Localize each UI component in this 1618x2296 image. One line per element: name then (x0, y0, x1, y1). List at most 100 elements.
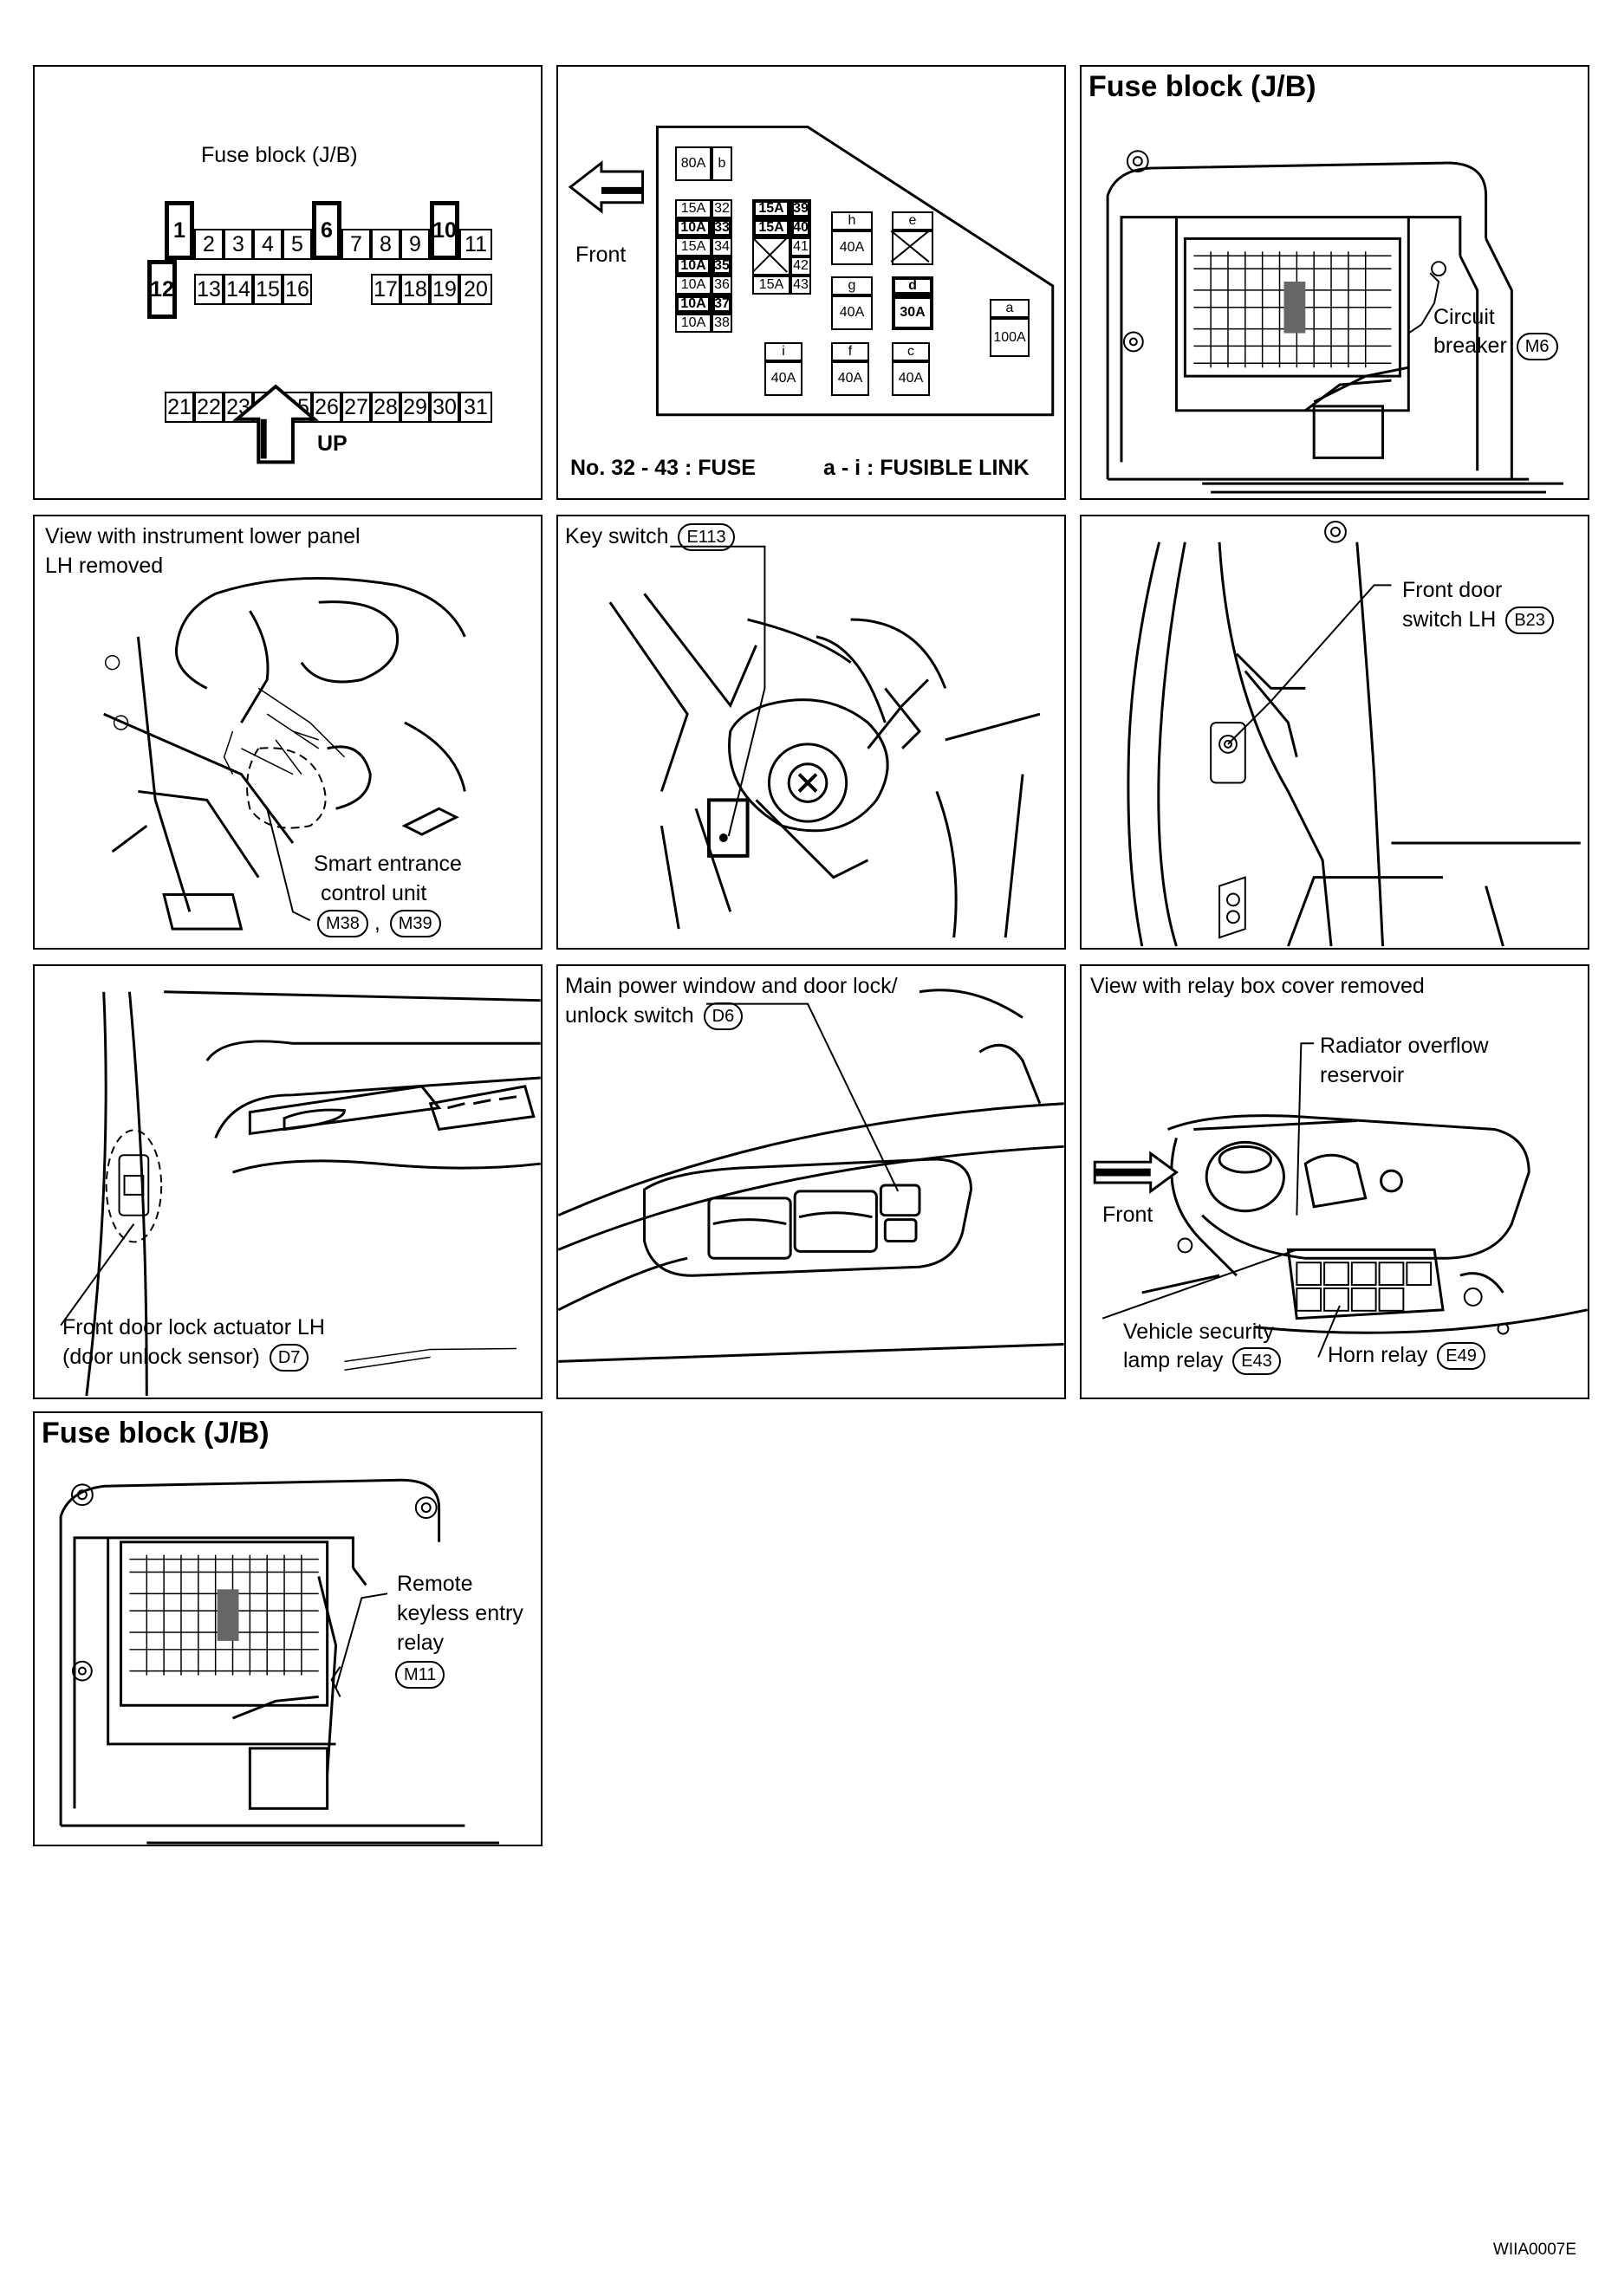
connector-row: M38 , M39 (314, 908, 441, 938)
empty-slot-cross-icon (751, 230, 930, 273)
connector-e43: E43 (1232, 1347, 1281, 1376)
link-d-amp: 30A (892, 295, 933, 330)
fuse-33-num: 33 (712, 218, 732, 237)
fuse-41-num: 41 (790, 237, 811, 256)
fuse-4: 4 (253, 229, 283, 260)
fuse-9: 9 (400, 229, 430, 260)
keyless-relay-label-1: Remote (397, 1572, 473, 1596)
fuse-1: 1 (165, 201, 194, 260)
fuse-13: 13 (194, 274, 224, 305)
security-relay-text: lamp relay (1123, 1348, 1224, 1372)
horn-relay-label: Horn relay E49 (1328, 1340, 1485, 1371)
fuse-b-label: b (712, 146, 732, 181)
fuse-21: 21 (165, 392, 194, 423)
link-f-label: f (831, 342, 869, 361)
actuator-label-2: (door unlock sensor) D7 (62, 1342, 309, 1372)
link-g-label: g (831, 276, 873, 295)
fuse-grid: 1 2 3 4 5 6 7 8 9 10 11 12 13 14 15 16 1… (130, 201, 503, 423)
fuse-31: 31 (459, 392, 492, 423)
connector-m38: M38 (317, 910, 368, 938)
key-switch-illustration (608, 545, 1041, 938)
door-switch-label-2: switch LH B23 (1402, 605, 1554, 635)
connector-m39: M39 (389, 910, 441, 938)
fuse-38-amp: 10A (675, 314, 712, 333)
radiator-label-2: reservoir (1320, 1063, 1405, 1087)
keyless-relay-label-3: relay (397, 1631, 445, 1655)
circuit-breaker-label-1: Circuit (1433, 305, 1495, 329)
link-f-amp: 40A (831, 361, 869, 396)
door-switch-label-1: Front door (1402, 578, 1503, 602)
security-relay-label-2: lamp relay E43 (1123, 1346, 1281, 1376)
fuse-6: 6 (312, 201, 341, 260)
fuse-26: 26 (312, 392, 341, 423)
front-label: Front (1102, 1203, 1153, 1227)
circuit-breaker-text: breaker (1433, 334, 1507, 358)
fuse-32-num: 32 (712, 199, 732, 218)
fuse-2: 2 (194, 229, 224, 260)
panel-power-window-switch: Main power window and door lock/ unlock … (556, 964, 1066, 1399)
panel-title: Fuse block (J/B) (1088, 70, 1316, 103)
up-arrow-icon (232, 384, 320, 464)
link-c-amp: 40A (892, 361, 930, 396)
fuse-28: 28 (371, 392, 400, 423)
connector-e49: E49 (1437, 1342, 1485, 1371)
panel-smart-entrance: View with instrument lower panel LH remo… (33, 515, 543, 950)
fuse-11: 11 (459, 229, 492, 260)
connector-m6: M6 (1516, 333, 1558, 361)
fuse-12: 12 (147, 260, 177, 319)
fuse-40-num: 40 (790, 218, 811, 237)
link-e-label: e (892, 211, 933, 230)
door-trim-illustration (60, 990, 541, 1397)
connector-d7: D7 (269, 1344, 309, 1372)
connector-b23: B23 (1505, 606, 1554, 635)
keyless-relay-label-2: keyless entry (397, 1601, 523, 1625)
fuse-block-illustration (1106, 150, 1563, 494)
circuit-breaker-label-2: breaker M6 (1433, 331, 1558, 361)
fuse-17: 17 (371, 274, 400, 305)
panel-fusible-link-box: Front 80A b 15A 32 10A 33 15A 34 10A 35 … (556, 65, 1066, 500)
link-i-amp: 40A (764, 361, 803, 396)
link-c-label: c (892, 342, 930, 361)
fuse-19: 19 (430, 274, 459, 305)
fuse-36-num: 36 (712, 276, 732, 295)
panel-front-door-switch: Front door switch LH B23 (1080, 515, 1589, 950)
panel-relay-box: View with relay box cover removed Radiat… (1080, 964, 1589, 1399)
fusible-link-note: a - i : FUSIBLE LINK (823, 456, 1030, 480)
link-a-amp: 100A (990, 318, 1030, 357)
link-d-label: d (892, 276, 933, 295)
fuse-39-amp: 15A (752, 199, 790, 218)
actuator-text: (door unlock sensor) (62, 1345, 260, 1369)
fuse-35-amp: 10A (675, 256, 712, 276)
connector-m11: M11 (395, 1661, 445, 1690)
fuse-20: 20 (459, 274, 492, 305)
panel-door-lock-actuator: Front door lock actuator LH (door unlock… (33, 964, 543, 1399)
fuse-37-num: 37 (712, 295, 732, 314)
window-switch-label-2: unlock switch D6 (565, 1001, 744, 1031)
fuse-22: 22 (194, 392, 224, 423)
fuse-36-amp: 10A (675, 276, 712, 295)
fuse-43-num: 43 (790, 276, 811, 295)
view-note-1: View with instrument lower panel (45, 524, 361, 548)
smart-entrance-label-1: Smart entrance (314, 852, 462, 876)
panel-circuit-breaker: Fuse block (J/B) Circuit (1080, 65, 1589, 500)
panel-key-switch: Key switch E113 (556, 515, 1066, 950)
fuse-18: 18 (400, 274, 430, 305)
window-switch-text: unlock switch (565, 1003, 694, 1028)
key-switch-text: Key switch (565, 524, 669, 548)
fuse-42-num: 42 (790, 256, 811, 276)
fuse-5: 5 (283, 229, 312, 260)
fuse-27: 27 (341, 392, 371, 423)
horn-relay-text: Horn relay (1328, 1343, 1428, 1367)
panel-title: Fuse block (J/B) (201, 143, 358, 167)
fuse-10: 10 (430, 201, 459, 260)
link-i-label: i (764, 342, 803, 361)
door-switch-illustration (1127, 520, 1581, 947)
actuator-label-1: Front door lock actuator LH (62, 1315, 325, 1339)
link-h-amp: 40A (831, 230, 873, 265)
security-relay-label-1: Vehicle security (1123, 1320, 1274, 1344)
armrest-illustration (558, 989, 1064, 1363)
fuse-34-amp: 15A (675, 237, 712, 256)
link-a-label: a (990, 299, 1030, 318)
fuse-3: 3 (224, 229, 253, 260)
relay-view-note: View with relay box cover removed (1090, 974, 1425, 998)
